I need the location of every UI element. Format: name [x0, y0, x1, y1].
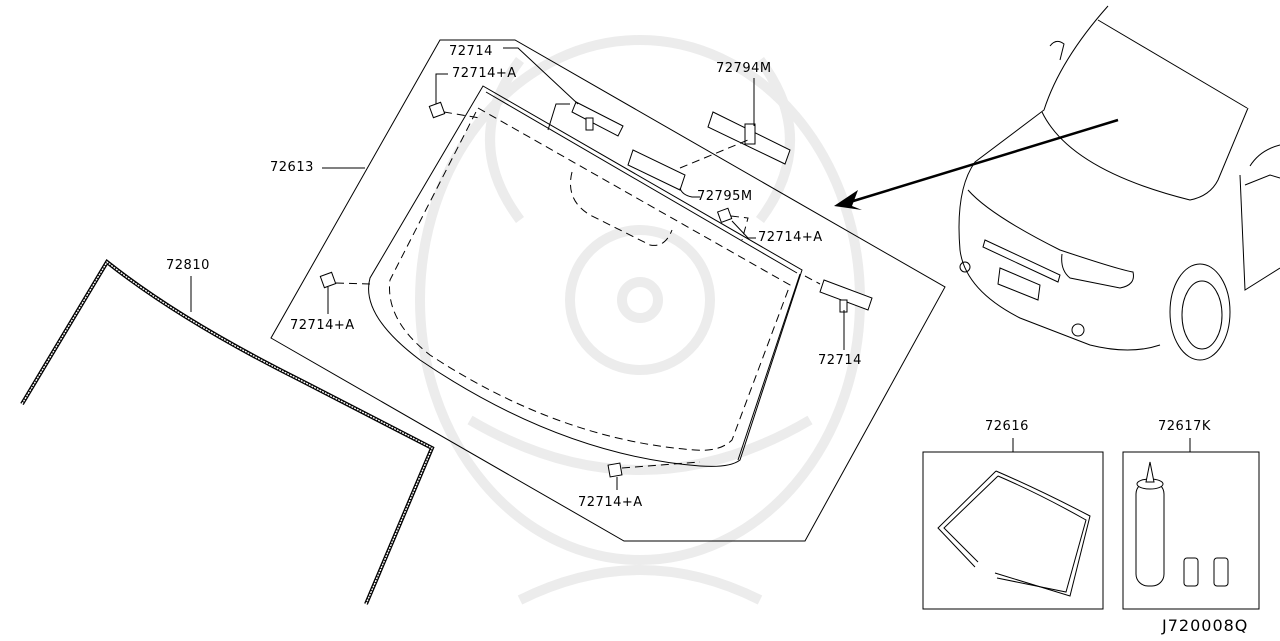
spacer-72714A-1 [428, 73, 481, 119]
callout-72714A-left: 72714+A [290, 318, 355, 333]
direction-arrow [834, 118, 1119, 210]
clip-72714-top [547, 101, 624, 137]
callout-72794M: 72794M [716, 61, 772, 76]
spacer-72714A-2 [716, 207, 756, 241]
callout-72714A-bottom: 72714+A [578, 495, 643, 510]
callout-72795M: 72795M [697, 189, 753, 204]
callout-72810: 72810 [166, 258, 210, 273]
callout-72714-right: 72714 [818, 353, 862, 368]
clip-72714-right [804, 275, 873, 313]
callout-72714A-top: 72714+A [452, 66, 517, 81]
watermark-emblem [415, 35, 865, 605]
spacer-72714A-3 [319, 271, 373, 314]
mirror-cover-72795M [627, 149, 700, 198]
kit-box-72616 [922, 451, 1104, 610]
callout-72617K: 72617K [1158, 419, 1211, 434]
callout-72616: 72616 [985, 419, 1029, 434]
callout-72714-top: 72714 [449, 44, 493, 59]
leader-lines [190, 47, 1191, 452]
windshield-glass-72613 [270, 39, 946, 542]
callout-72613: 72613 [270, 160, 314, 175]
mirror-base-72794M [679, 111, 791, 169]
diagram-code: J720008Q [1162, 616, 1249, 635]
callout-72714A-right: 72714+A [758, 230, 823, 245]
spacer-72714A-4 [607, 461, 701, 490]
windshield-moulding-72810 [20, 259, 435, 605]
kit-box-72617K [1122, 451, 1260, 610]
vehicle-reference-drawing [958, 5, 1280, 361]
